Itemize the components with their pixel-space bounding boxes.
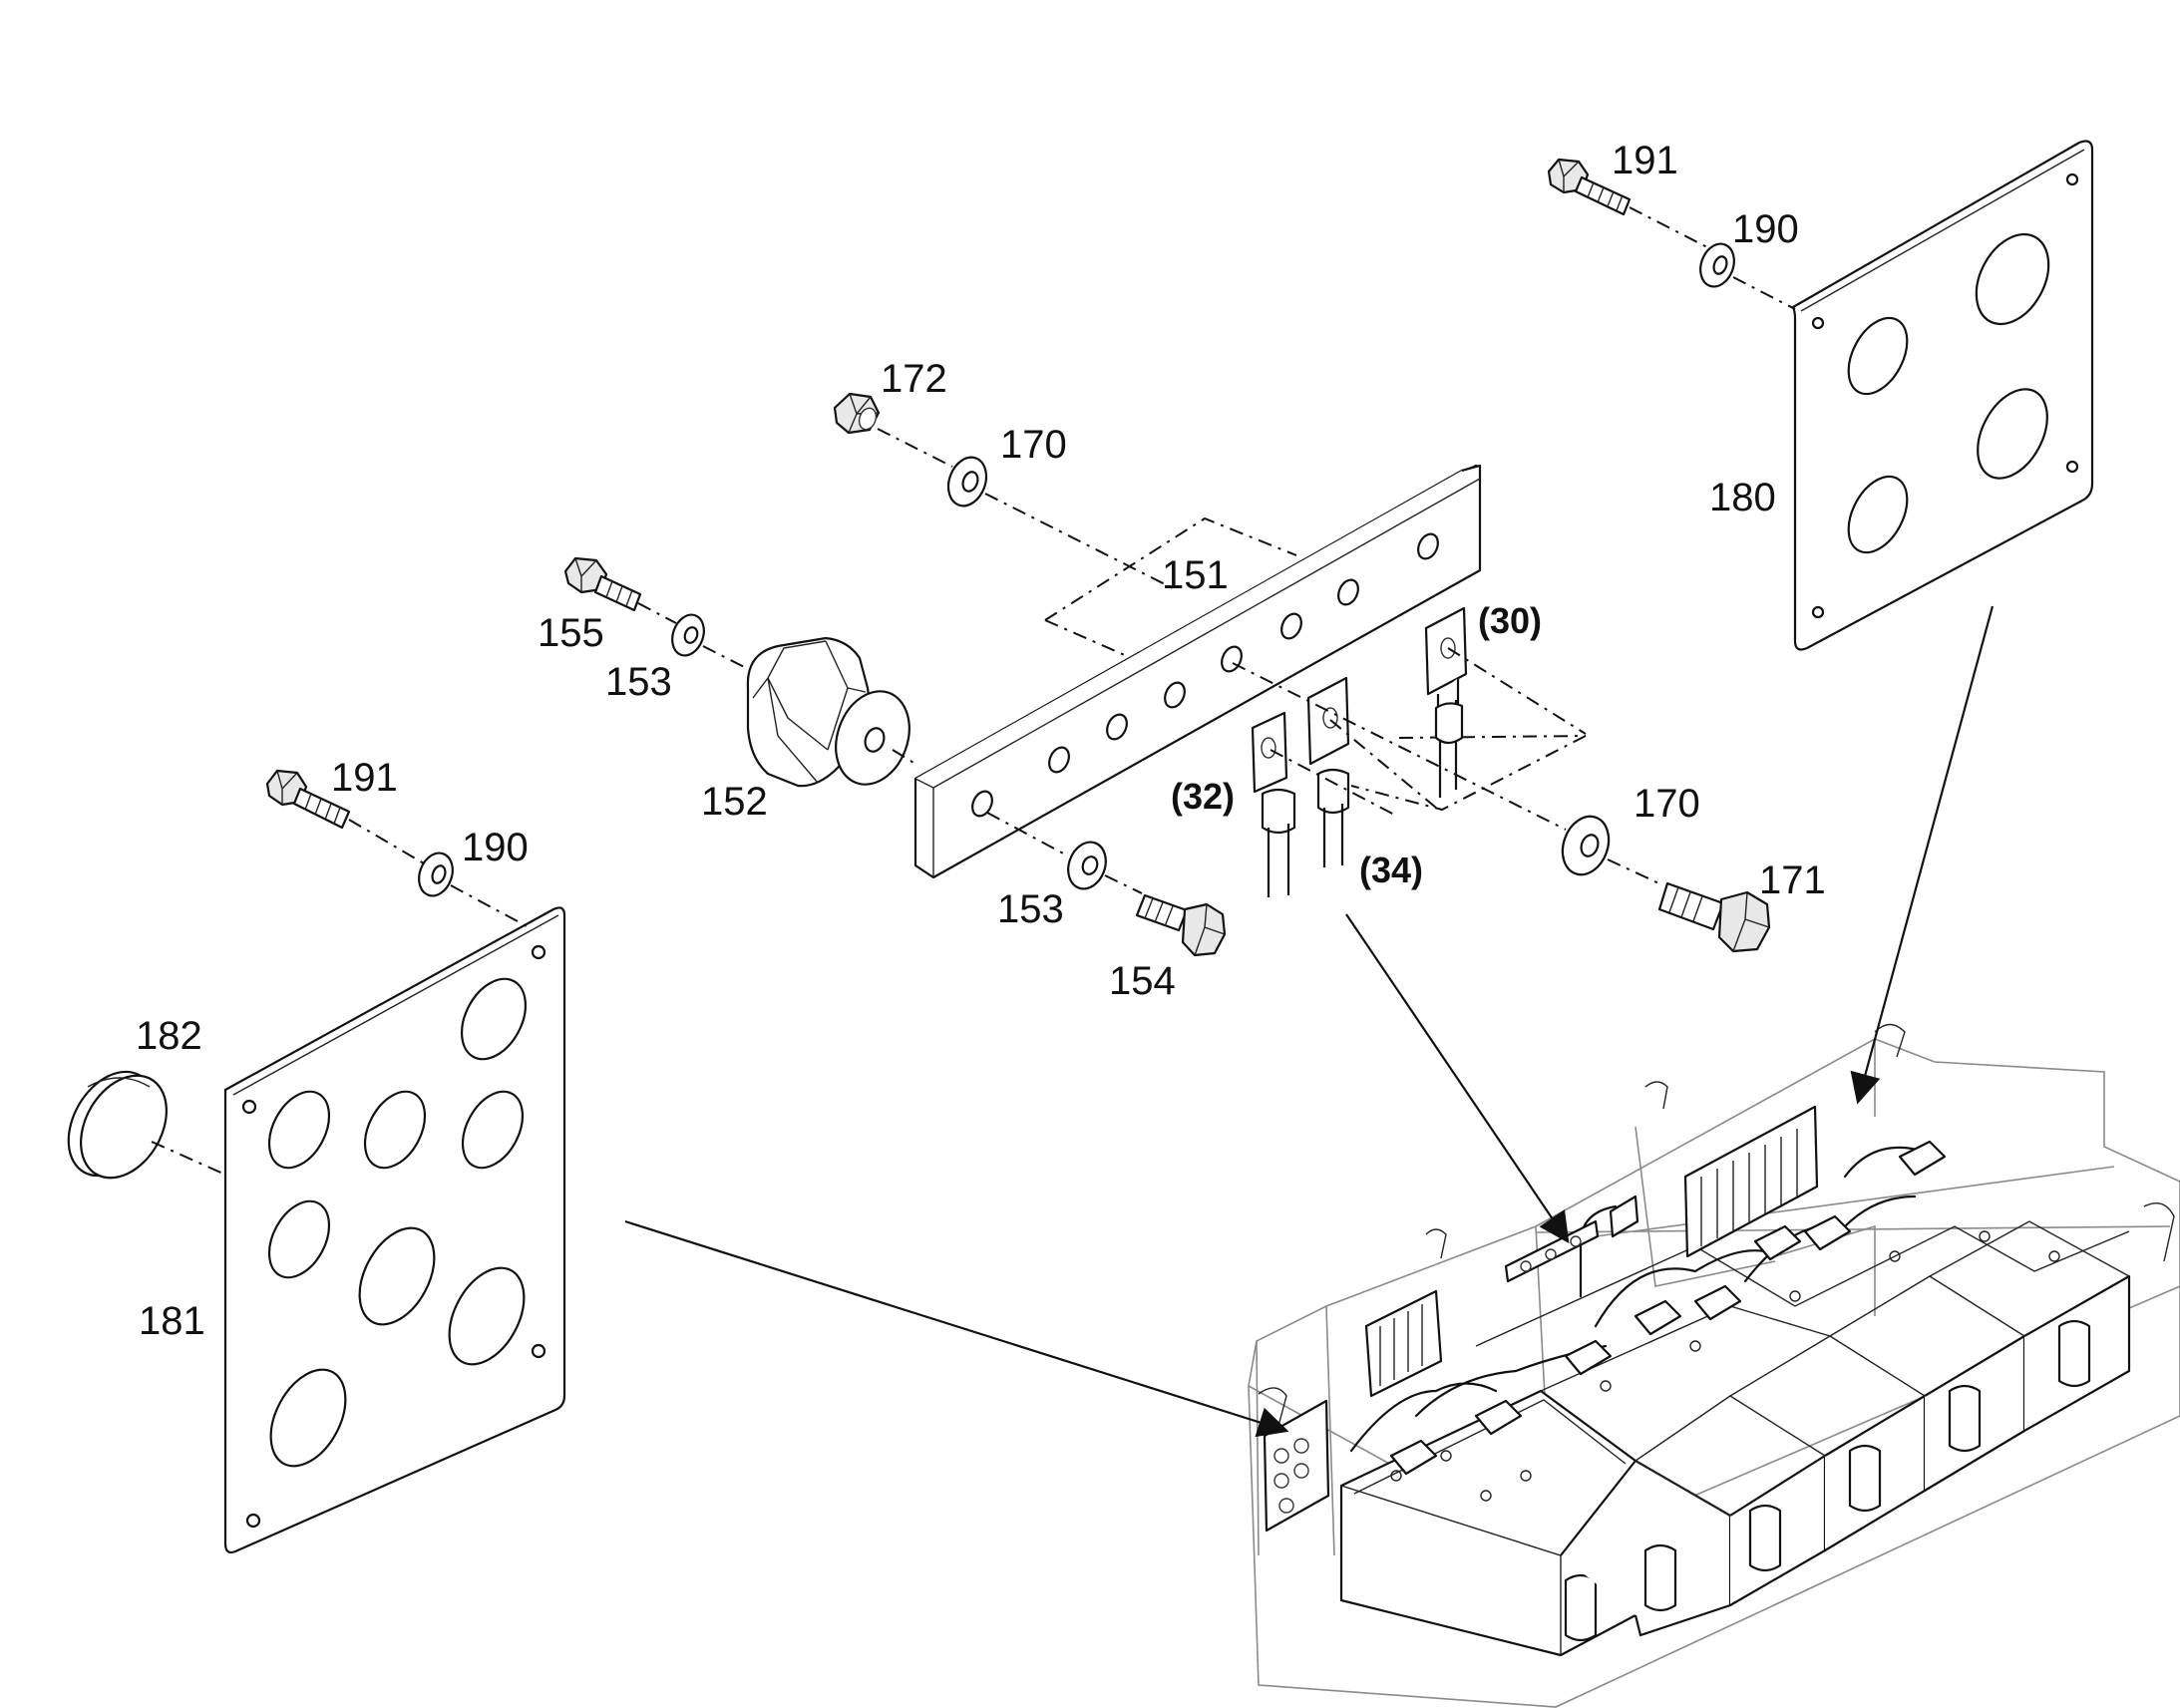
battery-row bbox=[1339, 1220, 2131, 1657]
label-32: (32) bbox=[1171, 776, 1235, 817]
label-180: 180 bbox=[1709, 476, 1776, 519]
label-30: (30) bbox=[1478, 600, 1542, 641]
label-151: 151 bbox=[1162, 553, 1229, 597]
nut-172 bbox=[833, 392, 953, 468]
washer-170-bottom bbox=[1232, 662, 1664, 886]
plate-181-eight-hole bbox=[223, 906, 566, 1554]
cable-lug-30 bbox=[1424, 606, 1587, 798]
label-170-bottom: 170 bbox=[1634, 782, 1700, 826]
part-labels: 191 190 180 172 170 151 155 153 152 (30)… bbox=[136, 139, 1826, 1343]
bolt-191-top bbox=[1547, 158, 1708, 248]
label-190-top: 190 bbox=[1732, 207, 1799, 251]
insulator-152 bbox=[746, 636, 916, 788]
bolt-154 bbox=[1135, 893, 1227, 957]
label-190-left: 190 bbox=[462, 826, 529, 869]
washer-190-left bbox=[418, 852, 530, 928]
plate-180-four-hole bbox=[1791, 140, 2094, 651]
label-170-top: 170 bbox=[1000, 423, 1067, 467]
label-153-bottom: 153 bbox=[997, 887, 1064, 931]
plug-182 bbox=[67, 1070, 226, 1180]
washer-153-top bbox=[671, 613, 759, 675]
label-181: 181 bbox=[139, 1299, 205, 1343]
label-172: 172 bbox=[881, 357, 947, 401]
washer-190-top bbox=[1699, 242, 1796, 310]
cable-lug-32 bbox=[1251, 711, 1397, 897]
label-191-top: 191 bbox=[1612, 139, 1678, 182]
battery-tray-assembly bbox=[1248, 1023, 2180, 1708]
leader-lines bbox=[624, 605, 1995, 1438]
label-154: 154 bbox=[1109, 959, 1176, 1003]
cable-lug-34 bbox=[1306, 676, 1437, 867]
cable-harness bbox=[1263, 1081, 1947, 1533]
label-152: 152 bbox=[701, 780, 768, 824]
label-182: 182 bbox=[136, 1014, 202, 1058]
label-153-top: 153 bbox=[605, 660, 672, 704]
bolt-171 bbox=[1657, 881, 1771, 953]
label-191-left: 191 bbox=[331, 756, 398, 800]
label-171: 171 bbox=[1759, 858, 1826, 902]
washer-170-top bbox=[946, 456, 1176, 590]
label-155: 155 bbox=[538, 611, 604, 655]
washer-153-bottom bbox=[986, 812, 1143, 894]
bolt-191-left bbox=[265, 769, 425, 864]
busbar-151 bbox=[913, 464, 1587, 879]
label-34: (34) bbox=[1359, 850, 1423, 890]
bolt-155 bbox=[563, 556, 677, 624]
